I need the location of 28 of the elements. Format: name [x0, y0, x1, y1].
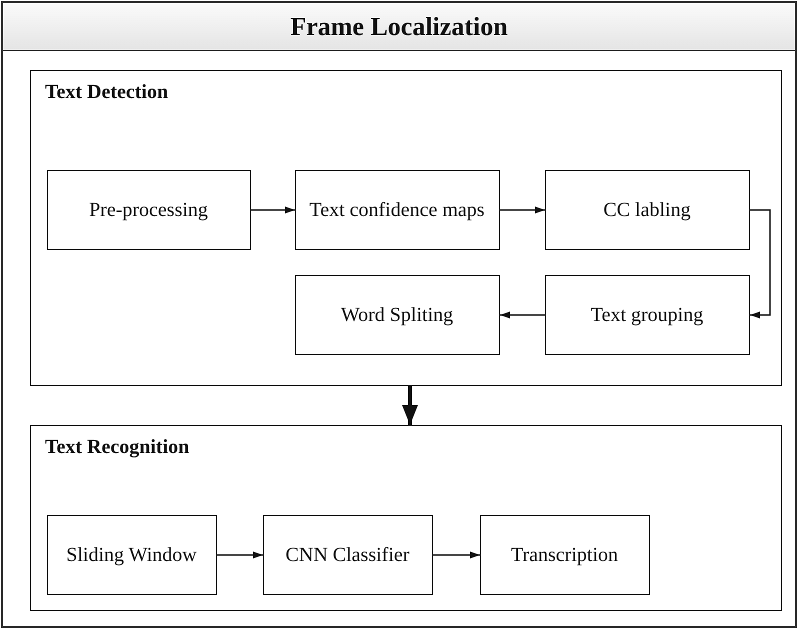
step-label: Word Spliting: [340, 302, 454, 326]
process-box: [480, 514, 650, 594]
process-box: [294, 274, 500, 354]
step-label: CNN Classifier: [284, 542, 410, 566]
arrow: [750, 209, 771, 318]
process-box: [46, 170, 250, 250]
process-box: [262, 514, 432, 594]
arrow: [217, 552, 263, 558]
step-label: Sliding Window: [65, 542, 198, 566]
step-label: Pre-processing: [88, 198, 209, 222]
arrow: [251, 206, 295, 214]
section-panel: [30, 425, 782, 611]
arrow: [500, 312, 545, 318]
step-label: Text confidence maps: [308, 198, 486, 222]
step-label: CC labling: [602, 198, 692, 222]
arrow: [402, 386, 418, 425]
section-title: Text Recognition: [45, 436, 190, 459]
section-panel: [30, 70, 782, 386]
arrow: [500, 206, 545, 214]
process-box: [544, 170, 750, 250]
step-label: Text grouping: [590, 302, 704, 326]
process-box: [544, 274, 750, 354]
step-label: Transcription: [510, 542, 620, 566]
process-box: [294, 170, 500, 250]
section-title: Text Detection: [45, 81, 168, 104]
frame-title: Frame Localization: [3, 3, 795, 51]
arrow: [433, 552, 480, 558]
process-box: [46, 514, 216, 594]
